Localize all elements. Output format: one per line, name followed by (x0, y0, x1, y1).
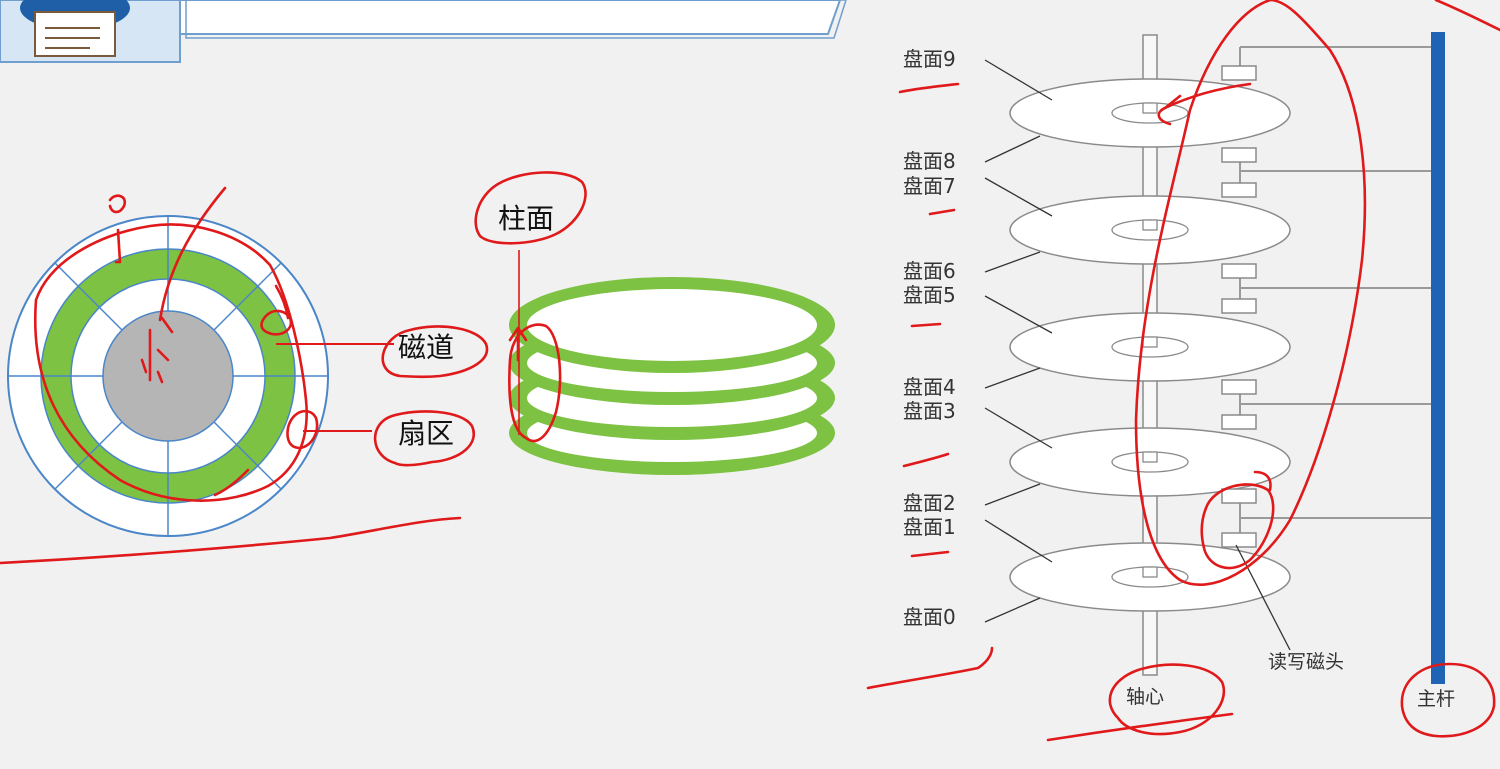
surface-label: 盘面9 (903, 47, 956, 71)
main-arm (1431, 32, 1445, 684)
track-label: 磁道 (398, 331, 454, 364)
read-write-head (1221, 46, 1431, 81)
cylinder-stack: 柱面 (498, 202, 835, 475)
read-write-head (1221, 147, 1431, 198)
surface-label: 盘面1 (903, 515, 956, 539)
read-write-head (1221, 488, 1431, 548)
hub (102, 310, 234, 442)
surface-label: 盘面2 (903, 491, 956, 515)
surface-label: 盘面7 (903, 174, 956, 198)
sector-lines (8, 216, 328, 536)
surface-label: 盘面5 (903, 283, 956, 307)
platter-ring (509, 277, 835, 373)
surface-labels: 盘面9 盘面8 盘面7 盘面6 盘面5 盘面4 盘面3 盘面2 盘面1 盘面0 (903, 47, 956, 629)
surface-label: 盘面6 (903, 259, 956, 283)
platter (1009, 78, 1291, 148)
platter (1009, 427, 1291, 497)
platter (1009, 195, 1291, 265)
cylinder-label: 柱面 (498, 202, 554, 235)
disk-face: 磁道 扇区 (7, 215, 454, 537)
document-icon (20, 0, 130, 57)
drive-diagram: 盘面9 盘面8 盘面7 盘面6 盘面5 盘面4 盘面3 盘面2 盘面1 盘面0 … (903, 32, 1455, 710)
header-banner (0, 0, 847, 63)
surface-label: 盘面0 (903, 605, 956, 629)
read-write-head (1221, 379, 1431, 430)
surface-label: 盘面4 (903, 375, 956, 399)
arm-label: 主杆 (1417, 688, 1455, 710)
surface-label: 盘面8 (903, 149, 956, 173)
ink-annotations (0, 0, 1500, 742)
surface-label: 盘面3 (903, 399, 956, 423)
read-write-head (1221, 263, 1431, 314)
sector-label: 扇区 (398, 417, 454, 450)
platter (1009, 542, 1291, 612)
platter (1009, 312, 1291, 382)
head-label: 读写磁头 (1268, 651, 1344, 673)
axis-label: 轴心 (1126, 686, 1164, 708)
